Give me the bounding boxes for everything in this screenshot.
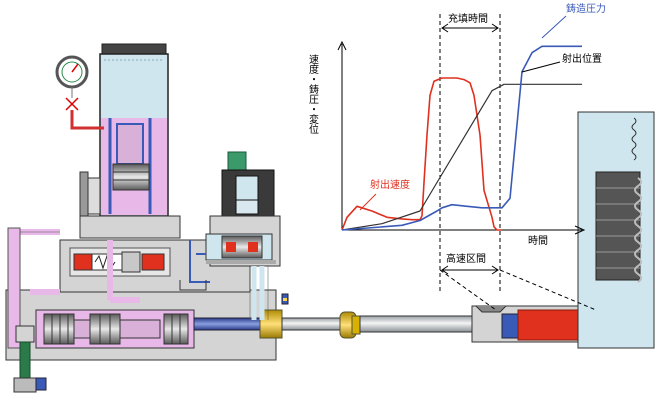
series-line-0 xyxy=(341,77,502,231)
fill-time-label: 充填時間 xyxy=(448,12,488,25)
injection-speed-label: 射出速度 xyxy=(370,178,410,191)
casting-pressure-label: 鋳造圧力 xyxy=(566,2,606,15)
injection-chart xyxy=(337,14,586,292)
injection-cylinder xyxy=(35,309,195,349)
nozzle-valve xyxy=(13,325,47,393)
plunger-rod xyxy=(281,317,343,331)
valve-indicator-icon xyxy=(281,293,289,305)
injection-speed-pointer xyxy=(359,193,377,211)
high-speed-arrowheads xyxy=(441,265,499,275)
fill-time-arrowheads xyxy=(441,23,499,33)
x-axis-arrow xyxy=(574,225,586,235)
control-valve xyxy=(179,151,281,320)
projection-lines xyxy=(439,269,597,311)
high-speed-section-label: 高速区間 xyxy=(446,252,486,265)
y-axis-arrow xyxy=(337,40,347,51)
casting-pressure-pointer xyxy=(541,15,567,39)
x-axis-label: 時間 xyxy=(528,235,548,247)
pressure-gauge-icon xyxy=(55,55,104,130)
accumulator-cylinder xyxy=(79,43,169,221)
die-block xyxy=(577,111,655,349)
accumulator-base xyxy=(79,215,181,239)
series-line-2 xyxy=(341,45,582,231)
coupling xyxy=(339,311,361,339)
plunger-tip-rod xyxy=(359,315,473,333)
series-line-1 xyxy=(341,83,582,231)
injection-position-label: 射出位置 xyxy=(562,52,602,65)
y-axis-label: 速度・鋳圧・変位 xyxy=(307,54,319,134)
injection-position-pointer xyxy=(521,61,561,73)
